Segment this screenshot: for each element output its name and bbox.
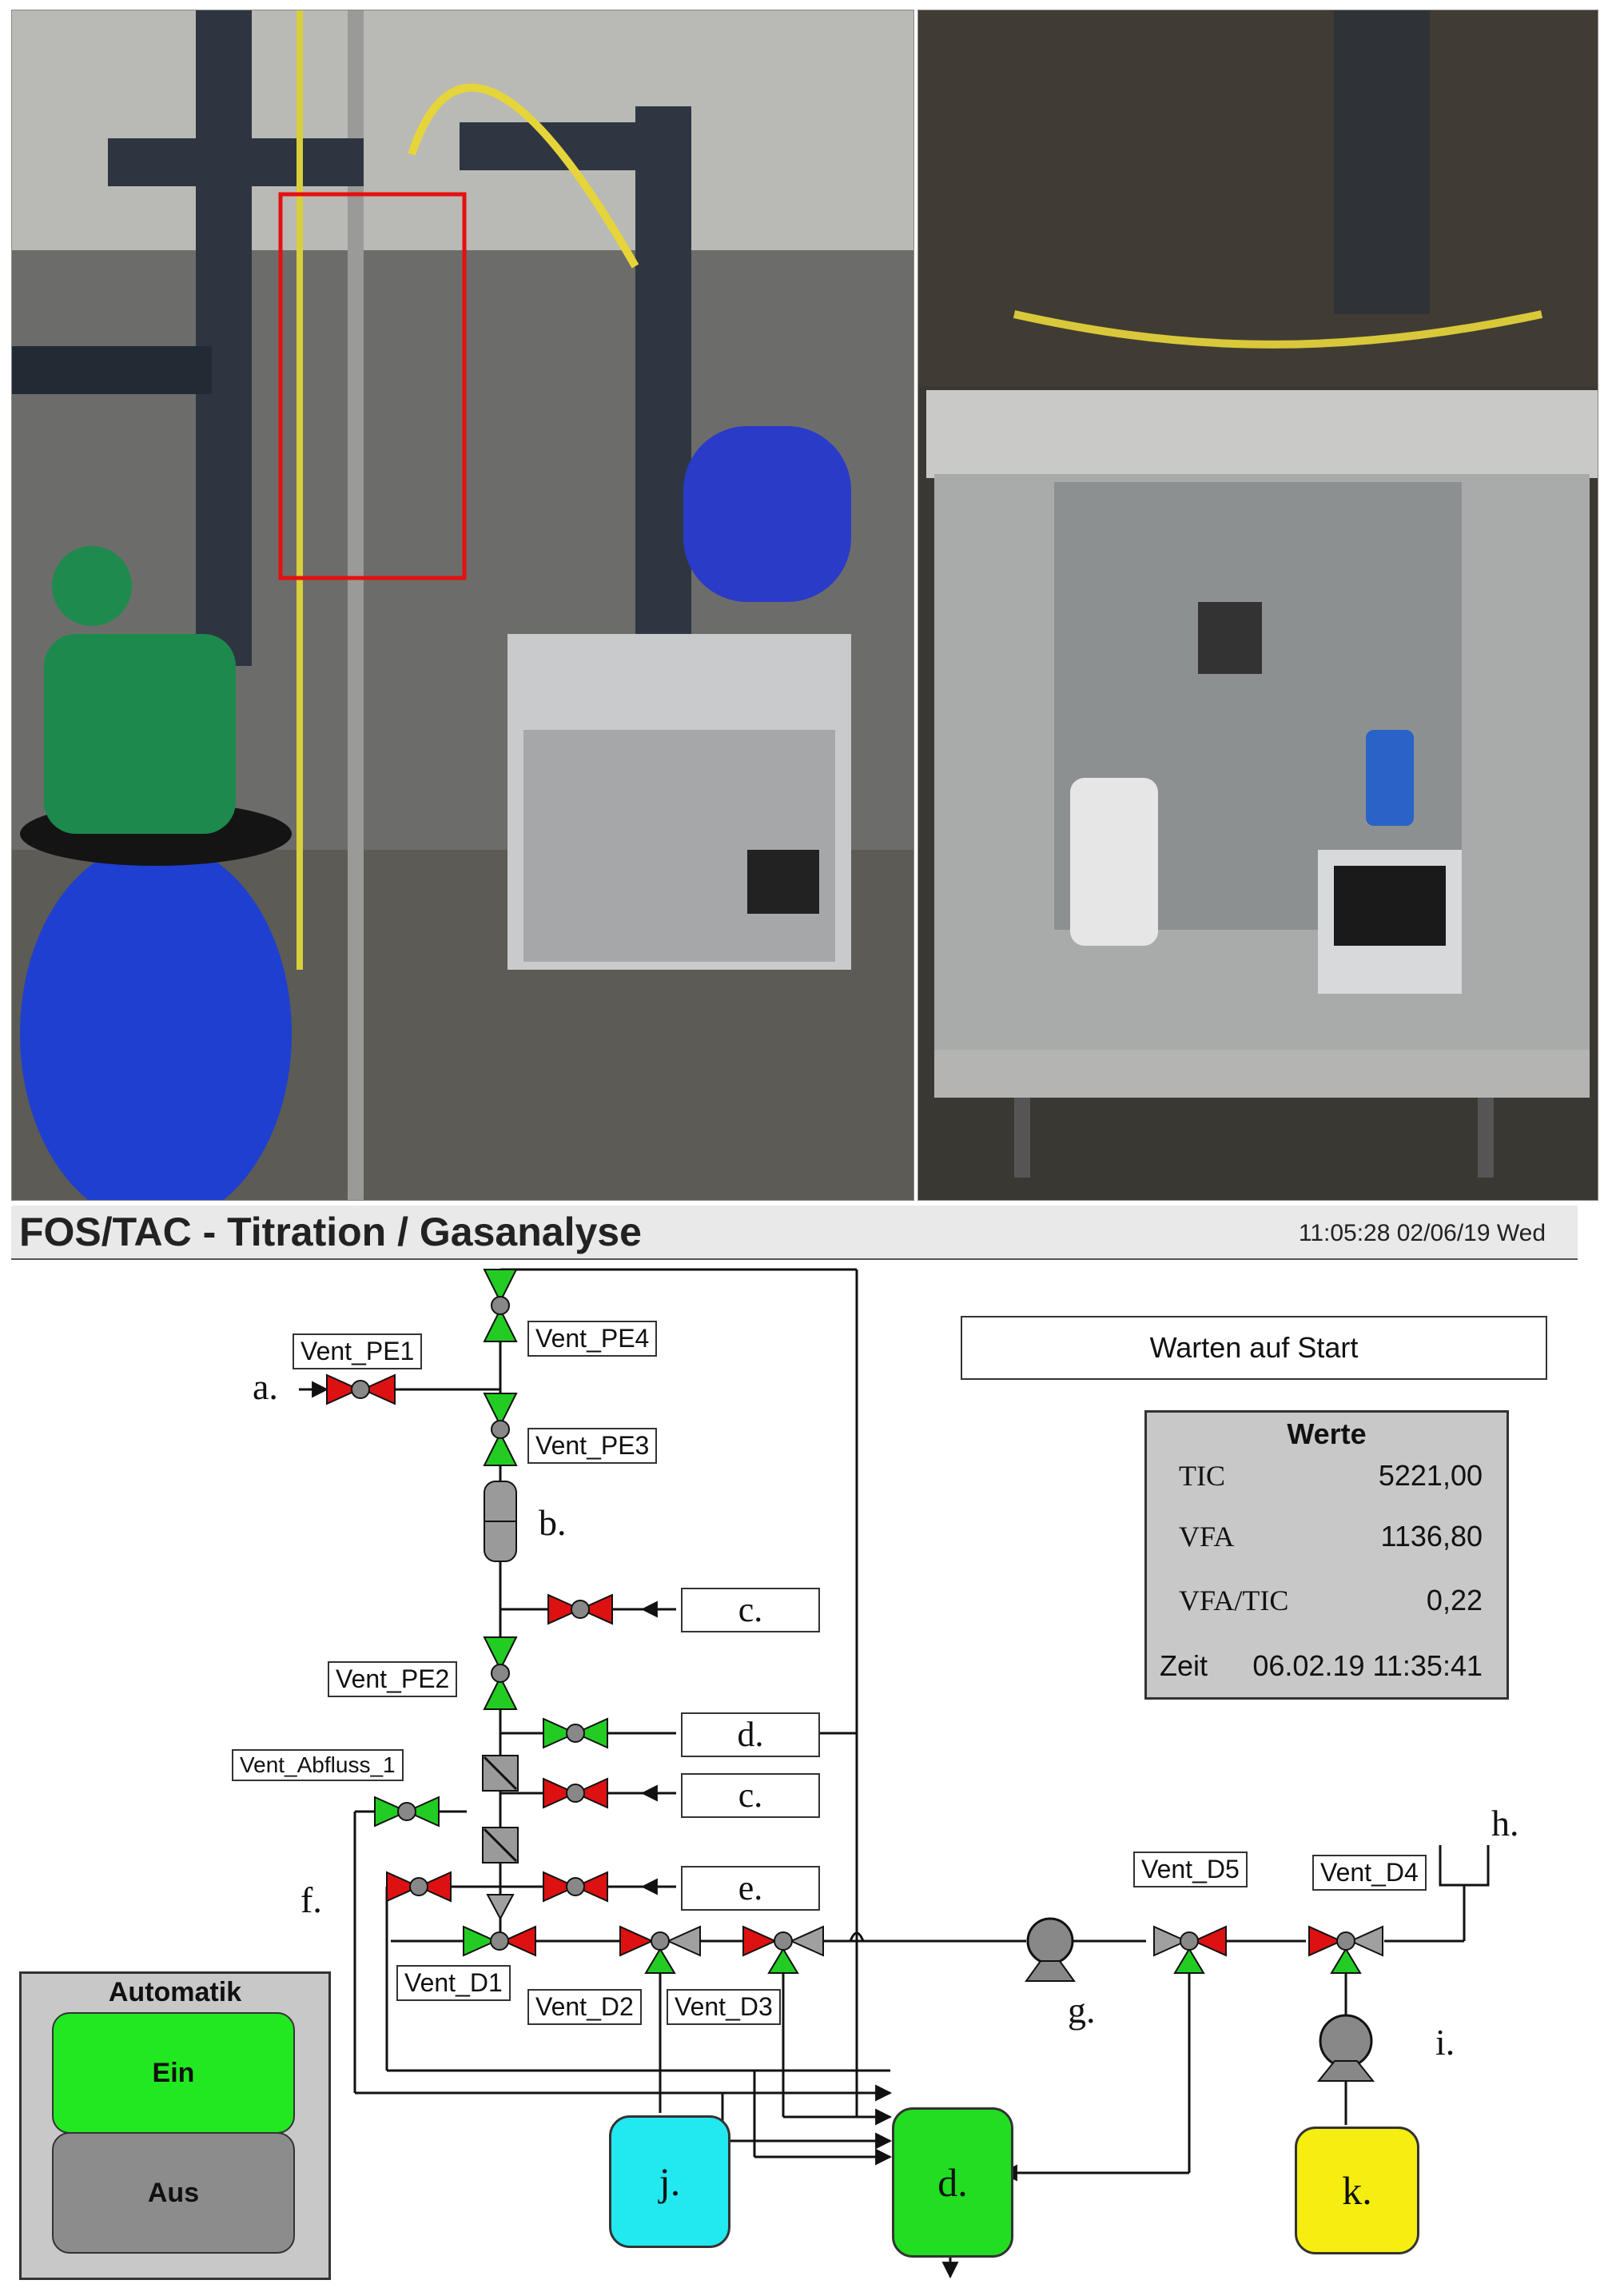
value-val: 5221,00 <box>1378 1459 1483 1492</box>
label-vent-d3: Vent_D3 <box>667 1989 781 2025</box>
automatik-title: Automatik <box>108 1977 242 2007</box>
tank-d[interactable]: d. <box>892 2107 1013 2258</box>
pipe-crossing <box>849 1931 865 1942</box>
status-display: Warten auf Start <box>961 1316 1547 1380</box>
label-vent-abfluss1: Vent_Abfluss_1 <box>232 1749 404 1781</box>
tank-k[interactable]: k. <box>1295 2127 1419 2254</box>
valve-d1[interactable] <box>463 1925 536 1957</box>
funnel-down <box>486 1894 515 1921</box>
letter-a: a. <box>253 1366 278 1407</box>
valve-pe2[interactable] <box>483 1636 518 1710</box>
automatik-panel: Automatik Ein Aus <box>19 1971 331 2280</box>
flow-arrows <box>299 1381 1034 2279</box>
value-key: Zeit <box>1160 1649 1208 1682</box>
valve-pe1[interactable] <box>326 1373 396 1405</box>
vent-h <box>1439 1845 1490 1887</box>
values-panel-title: Werte <box>1287 1417 1367 1450</box>
pump-i[interactable] <box>1316 2014 1375 2082</box>
value-val: 0,22 <box>1426 1584 1483 1616</box>
photo-analyzer-cabinet-image <box>918 10 1598 1200</box>
port-c-top: c. <box>681 1588 820 1632</box>
label-vent-pe2: Vent_PE2 <box>328 1661 458 1697</box>
process-diagram <box>299 1268 1490 2279</box>
pump-g[interactable] <box>1025 1917 1076 1982</box>
port-d: d. <box>681 1712 820 1757</box>
clock-display: 11:05:28 02/06/19 Wed <box>1298 1220 1546 1246</box>
valve-d3[interactable] <box>742 1925 824 1974</box>
valve-pe3[interactable] <box>483 1393 518 1466</box>
label-vent-d5: Vent_D5 <box>1133 1852 1248 1887</box>
port-c-bottom: c. <box>681 1773 820 1818</box>
automatik-off-button[interactable]: Aus <box>52 2132 295 2254</box>
valve-d-line[interactable] <box>543 1717 608 1749</box>
tank-j[interactable]: j. <box>609 2115 730 2248</box>
valve-pe4[interactable] <box>483 1269 518 1342</box>
filter-b <box>484 1481 517 1562</box>
values-panel: Werte TIC 5221,00 VFA 1136,80 VFA/TIC 0,… <box>1144 1410 1509 1700</box>
letter-g: g. <box>1068 1990 1096 2031</box>
label-vent-pe3: Vent_PE3 <box>527 1428 658 1464</box>
label-vent-pe1: Vent_PE1 <box>293 1333 423 1369</box>
window-title: FOS/TAC - Titration / Gasanalyse <box>19 1210 642 1254</box>
value-key: VFA/TIC <box>1179 1584 1289 1616</box>
label-vent-pe4: Vent_PE4 <box>527 1321 658 1357</box>
letter-h: h. <box>1491 1803 1519 1844</box>
value-val: 06.02.19 11:35:41 <box>1252 1649 1483 1682</box>
check-valve-2 <box>482 1827 519 1864</box>
photo-plant-overview-image <box>12 10 913 1200</box>
label-vent-d2: Vent_D2 <box>527 1989 642 2025</box>
valve-e[interactable] <box>543 1871 608 1903</box>
photo-plant-overview <box>11 10 914 1201</box>
value-key: VFA <box>1179 1521 1235 1553</box>
valve-c2[interactable] <box>543 1777 608 1809</box>
label-vent-d4: Vent_D4 <box>1312 1855 1427 1891</box>
value-val: 1136,80 <box>1380 1520 1483 1553</box>
valve-d4[interactable] <box>1308 1925 1383 1974</box>
letter-b: b. <box>539 1502 567 1543</box>
port-e: e. <box>681 1866 820 1911</box>
valve-d2[interactable] <box>619 1925 701 1974</box>
letter-i: i. <box>1435 2022 1455 2063</box>
automatik-on-button[interactable]: Ein <box>52 2012 295 2134</box>
valve-c1[interactable] <box>547 1593 613 1625</box>
valve-d5[interactable] <box>1153 1925 1227 1974</box>
title-bar <box>11 1206 1578 1260</box>
valve-f[interactable] <box>386 1871 452 1903</box>
photo-analyzer-cabinet <box>917 10 1598 1201</box>
scada-screen: FOS/TAC - Titration / Gasanalyse 11:05:2… <box>11 1206 1578 2286</box>
value-key: TIC <box>1179 1460 1225 1492</box>
check-valve-1 <box>482 1755 519 1792</box>
valve-abfluss1[interactable] <box>374 1796 440 1828</box>
label-vent-d1: Vent_D1 <box>396 1965 511 2001</box>
letter-f: f. <box>301 1879 322 1920</box>
